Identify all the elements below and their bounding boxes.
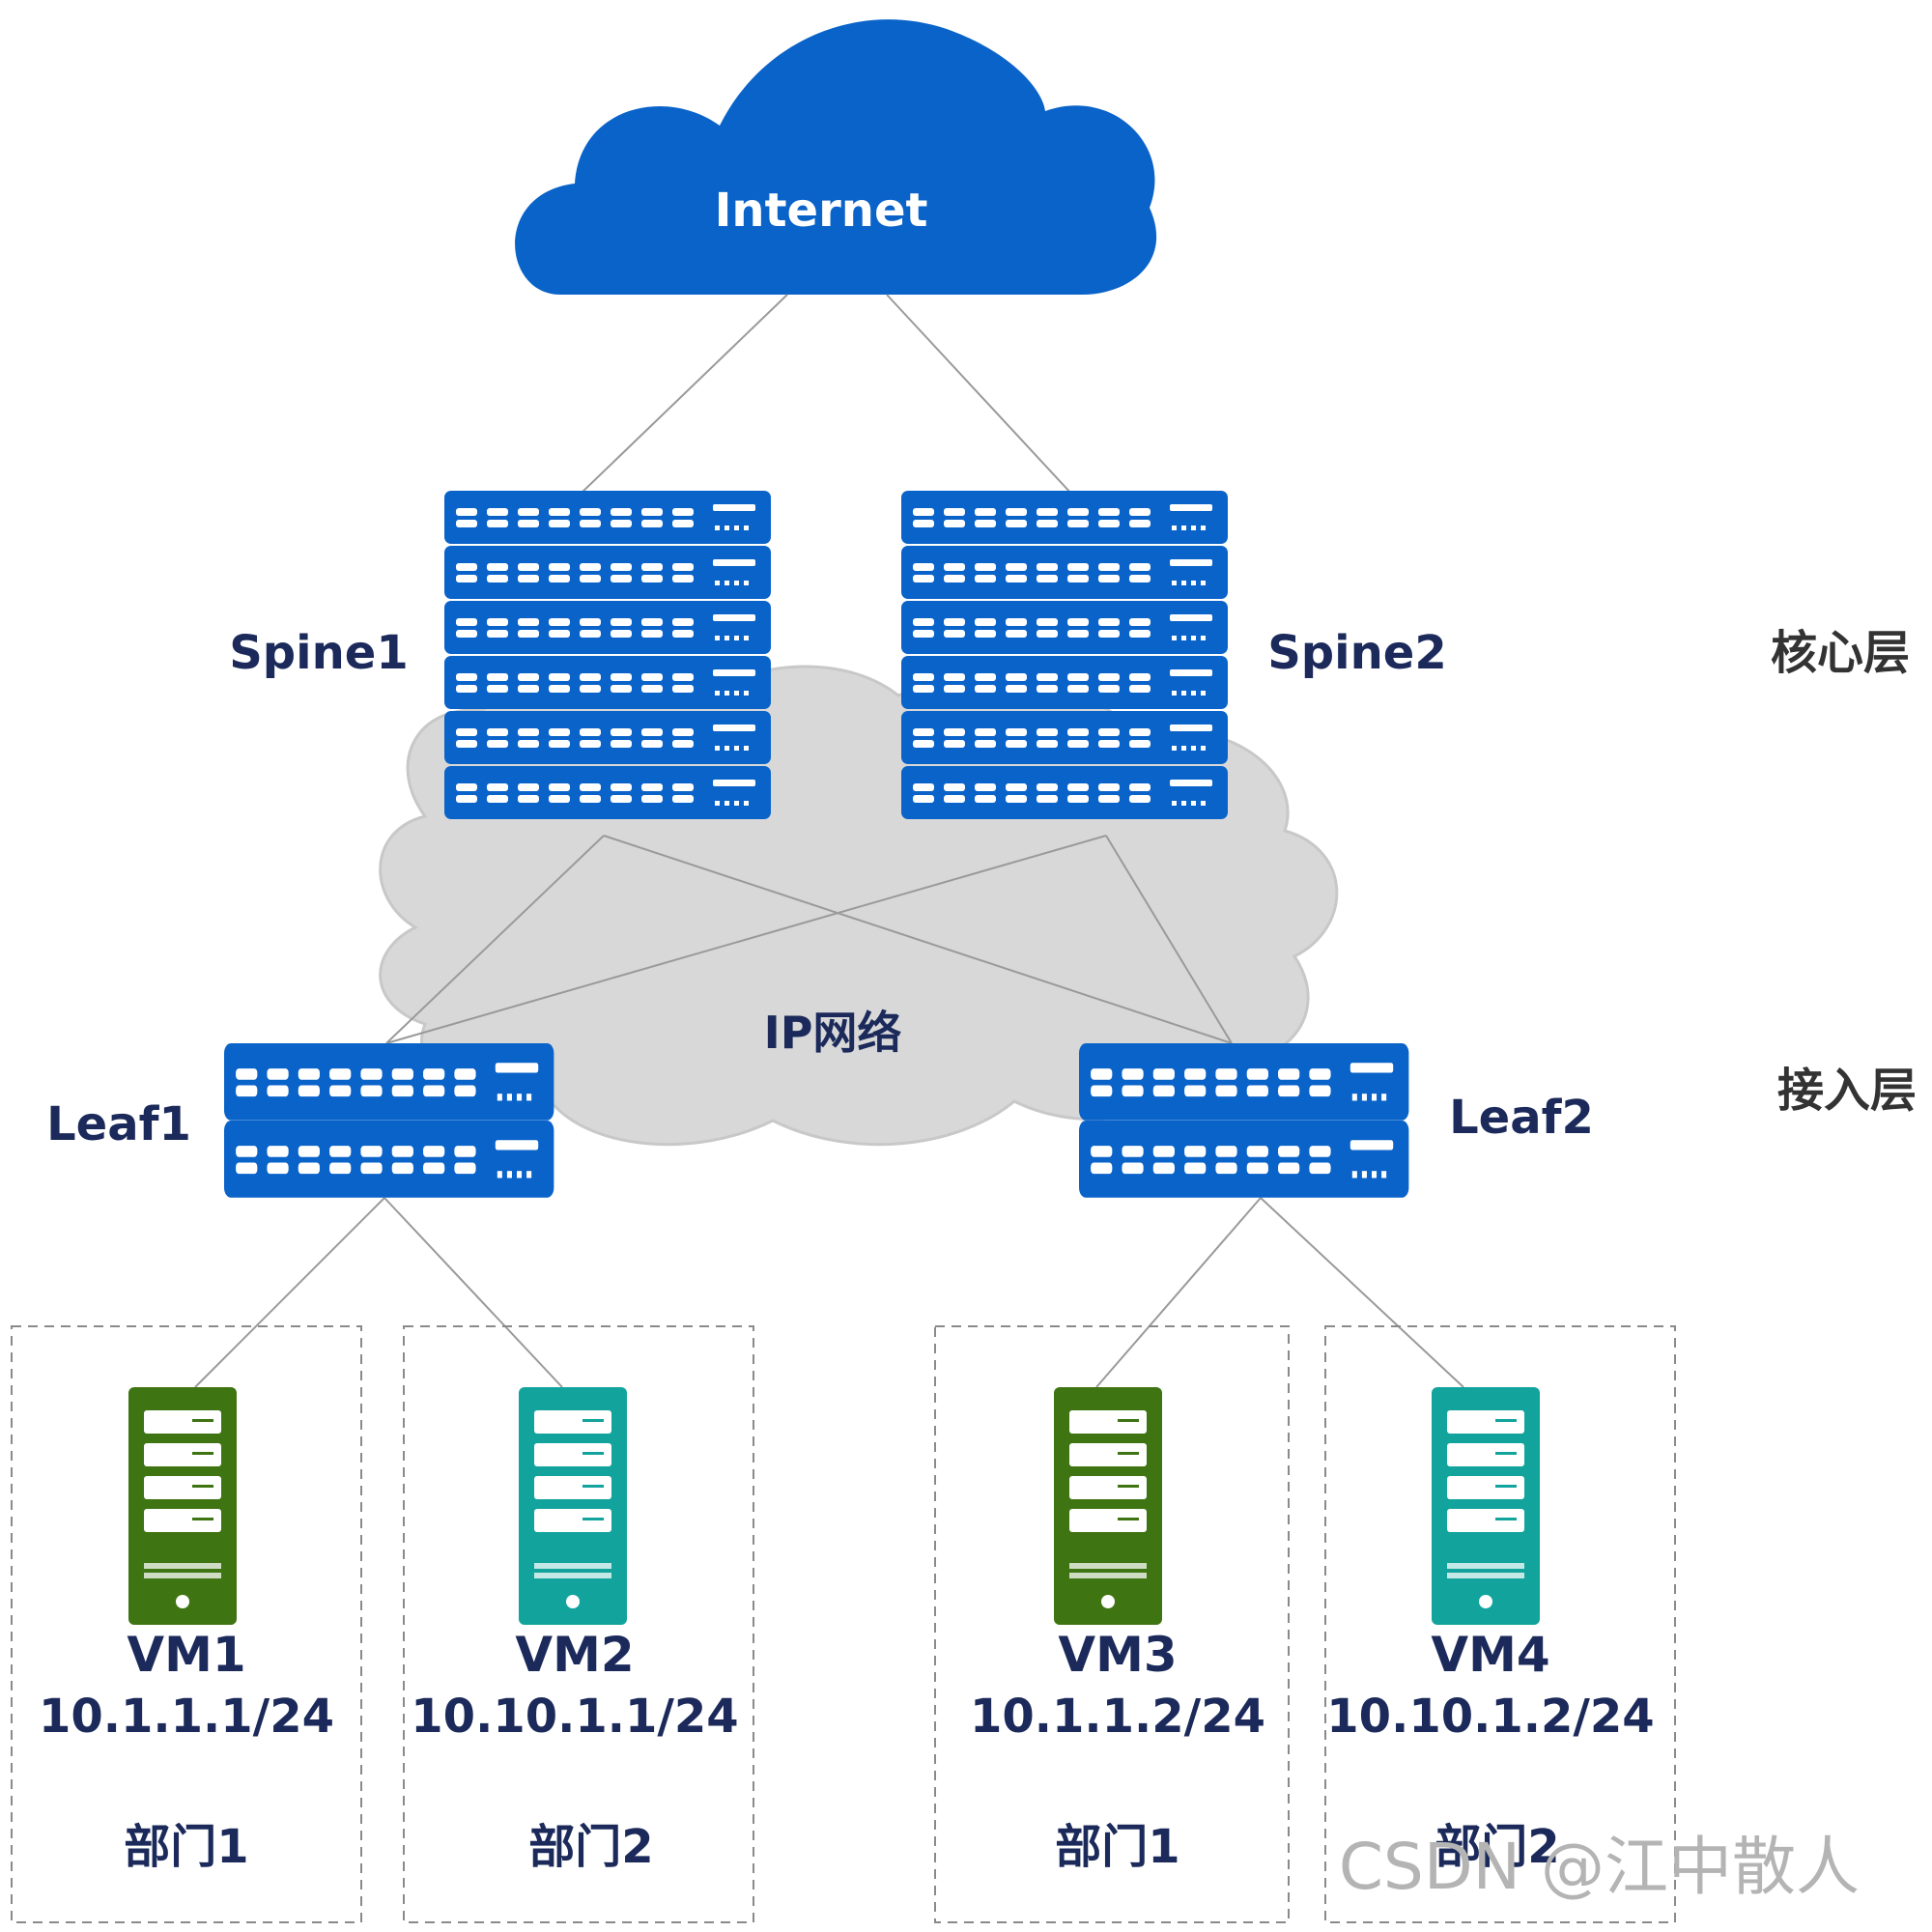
vm1-box — [11, 1325, 362, 1923]
link-spine2-leaf2 — [1105, 835, 1233, 1044]
links — [194, 294, 1464, 1388]
link-leaf1-vm2 — [384, 1197, 563, 1388]
link-spine1-leaf1 — [385, 835, 605, 1044]
link-leaf1-vm1 — [194, 1197, 385, 1388]
vm3-ip: 10.1.1.2/24 — [970, 1690, 1265, 1744]
watermark: CSDN @江中散人 — [1339, 1830, 1860, 1904]
vm3-name: VM3 — [1058, 1627, 1177, 1683]
vm1-ip: 10.1.1.1/24 — [39, 1690, 334, 1744]
vm3-box — [934, 1325, 1290, 1923]
link-spine1-leaf2 — [603, 835, 1233, 1044]
leaf1-switch — [224, 1043, 554, 1198]
access-layer-label: 接入层 — [1777, 1064, 1917, 1118]
vm2-ip: 10.10.1.1/24 — [411, 1690, 738, 1744]
vm3-dept: 部门1 — [1055, 1820, 1179, 1874]
vm4-dept: 部门2 — [1435, 1820, 1559, 1874]
vm4-ip: 10.10.1.2/24 — [1326, 1690, 1654, 1744]
internet-cloud — [515, 19, 1157, 295]
spine2-switch — [901, 491, 1228, 819]
vm1-dept: 部门1 — [124, 1820, 248, 1874]
vm2-box — [403, 1325, 754, 1923]
spine1-switch — [444, 491, 771, 819]
ip-network-label: IP网络 — [764, 1007, 902, 1059]
link-internet-spine2 — [886, 294, 1073, 496]
vm1-server-icon — [128, 1387, 237, 1625]
vm4-server-icon — [1432, 1387, 1540, 1625]
link-leaf2-vm3 — [1095, 1197, 1262, 1388]
internet-label: Internet — [715, 184, 928, 238]
core-layer-label: 核心层 — [1771, 626, 1910, 680]
leaf1-label: Leaf1 — [46, 1097, 191, 1151]
department-boxes — [11, 1325, 1676, 1923]
link-spine2-leaf1 — [385, 835, 1107, 1044]
vm2-server-icon — [519, 1387, 627, 1625]
vm1-name: VM1 — [127, 1627, 245, 1683]
vm2-name: VM2 — [515, 1627, 634, 1683]
leaf2-switch — [1079, 1043, 1409, 1198]
vm4-name: VM4 — [1431, 1627, 1549, 1683]
vm-servers — [128, 1387, 1540, 1625]
link-internet-spine1 — [579, 294, 788, 496]
spine2-label: Spine2 — [1267, 626, 1447, 680]
spine1-label: Spine1 — [229, 626, 409, 680]
vm3-server-icon — [1054, 1387, 1162, 1625]
vm4-box — [1324, 1325, 1676, 1923]
leaf2-label: Leaf2 — [1449, 1091, 1594, 1145]
vm2-dept: 部门2 — [528, 1820, 653, 1874]
link-leaf2-vm4 — [1260, 1197, 1464, 1388]
